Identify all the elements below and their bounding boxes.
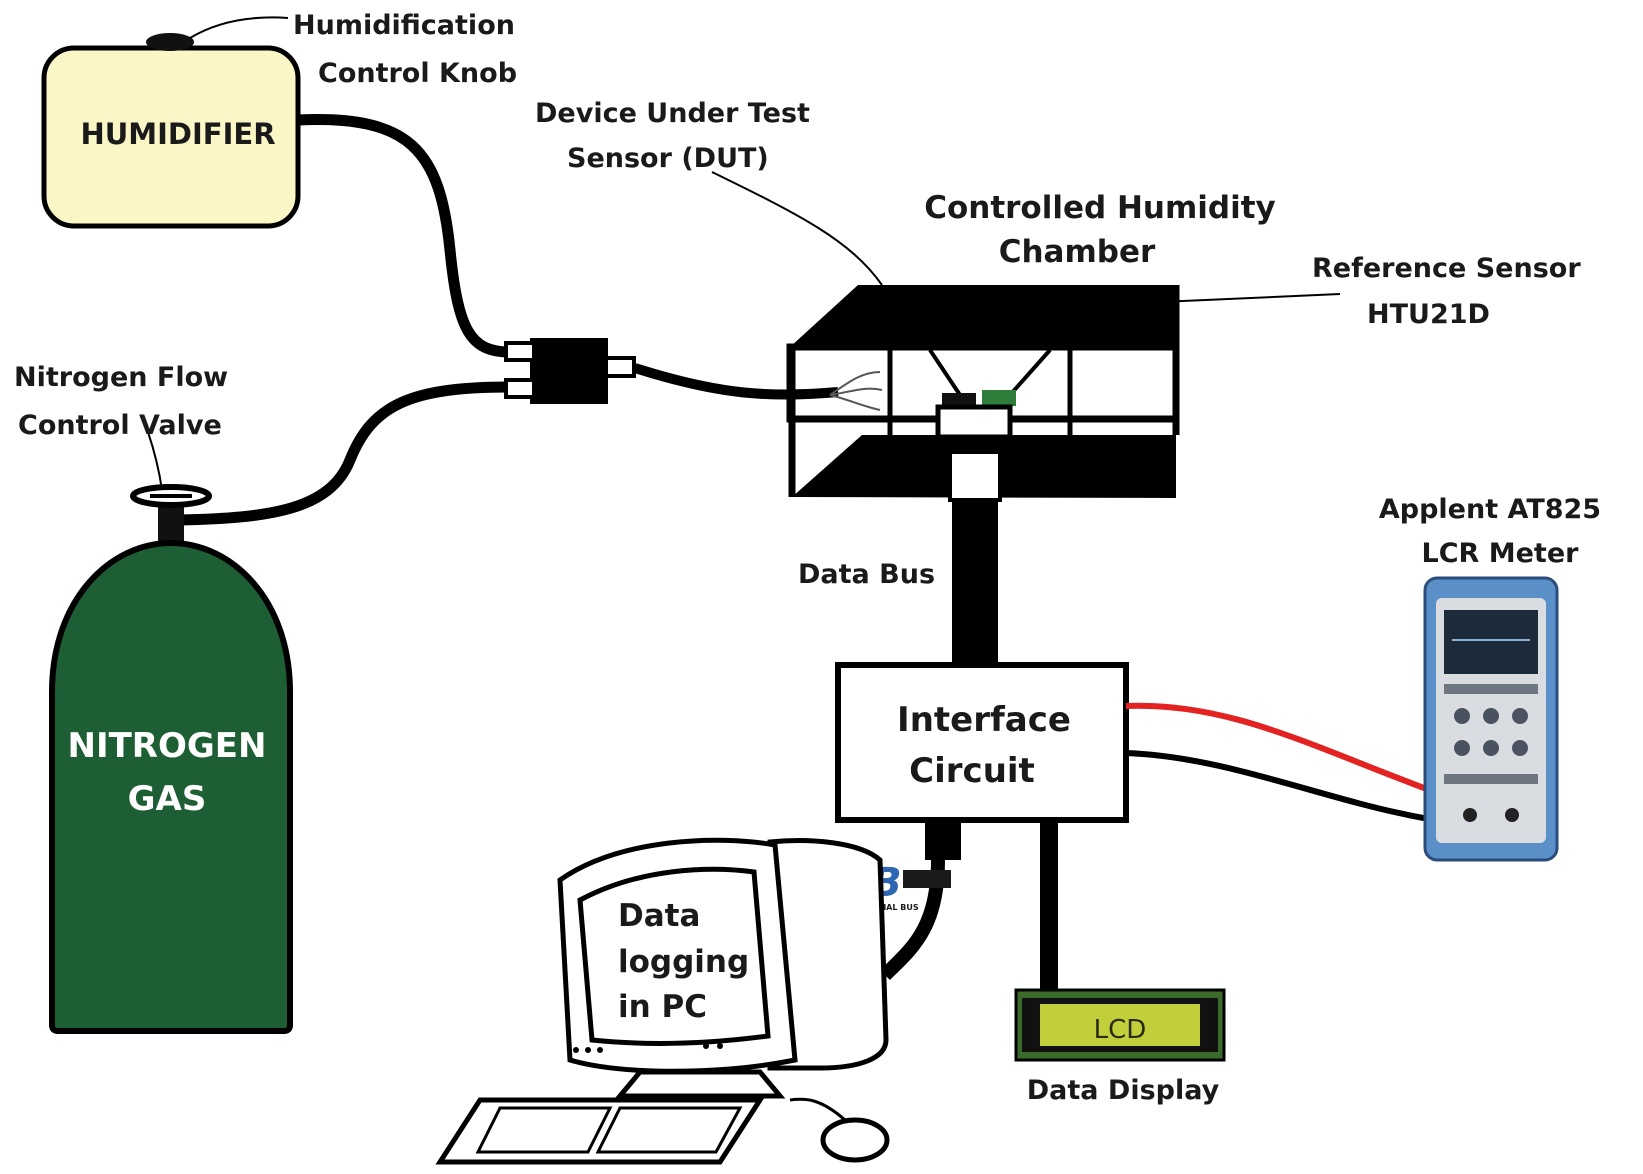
nitrogen-cylinder: NITROGEN GAS	[49, 484, 293, 1034]
nitrogen-label-line1: NITROGEN	[68, 726, 267, 766]
dut-sensor	[942, 393, 976, 407]
nitrogen-label-line2: GAS	[128, 779, 207, 819]
interface-label-line2: Circuit	[909, 751, 1035, 791]
pc-label-line1: Data	[618, 898, 700, 934]
meter-terminal-1	[1463, 808, 1477, 822]
mixer-port-bottom	[504, 378, 536, 399]
chamber-label-line2: Chamber	[999, 234, 1156, 270]
ref-label-line2: HTU21D	[1367, 299, 1490, 330]
monitor-stand	[614, 1069, 786, 1099]
usb-plug-icon	[903, 870, 951, 888]
monitor-button-2	[585, 1047, 591, 1053]
meter-knob-5	[1483, 740, 1499, 756]
meter-screen	[1444, 610, 1538, 674]
knob-leader-line	[189, 16, 289, 39]
lcr-label-line2: LCR Meter	[1422, 538, 1580, 569]
meter-key-row1	[1444, 684, 1538, 694]
mouse	[820, 1117, 890, 1163]
pc-label-line2: logging	[618, 944, 749, 980]
meter-knob-3	[1512, 708, 1528, 724]
data-bus-label: Data Bus	[798, 559, 935, 590]
meter-key-row2	[1444, 774, 1538, 784]
monitor-back	[767, 838, 889, 1071]
chamber-label-line1: Controlled Humidity	[924, 190, 1276, 226]
nitrogen-pipe	[179, 381, 511, 526]
sensor-wire-right	[1008, 348, 1052, 397]
reference-sensor	[982, 390, 1016, 406]
lcd-module: LCD	[1014, 988, 1226, 1062]
monitor-button-1	[573, 1047, 579, 1053]
humidifier-label: HUMIDIFIER	[80, 117, 275, 151]
interface-label-line1: Interface	[897, 700, 1071, 740]
gas-mixer	[504, 338, 636, 404]
ref-leader-line	[1159, 293, 1341, 303]
meter-terminal-2	[1505, 808, 1519, 822]
lcd-cable	[1040, 820, 1058, 992]
humidifier-pipe	[297, 114, 511, 358]
interface-circuit-box	[835, 662, 1129, 823]
chamber-port	[948, 450, 1002, 502]
computer: Data logging in PC	[435, 837, 890, 1165]
meter-knob-6	[1512, 740, 1528, 756]
humidifier: HUMIDIFIER	[41, 33, 301, 229]
data-display-label: Data Display	[1027, 1075, 1220, 1106]
mixer-port-top	[504, 341, 536, 362]
lcr-label-line1: Applent AT825	[1379, 494, 1601, 525]
meter-knob-4	[1454, 740, 1470, 756]
meter-knob-1	[1454, 708, 1470, 724]
cylinder-body	[49, 539, 293, 1034]
humidification-knob	[146, 33, 194, 51]
valve-label-line2: Control Valve	[18, 410, 222, 441]
valve-label-line1: Nitrogen Flow	[14, 362, 228, 393]
pc-label-line3: in PC	[618, 989, 707, 1025]
meter-knob-2	[1483, 708, 1499, 724]
dut-leader-line	[711, 171, 883, 286]
knob-label-line1: Humidification	[293, 10, 515, 41]
lcd-screen-text: LCD	[1094, 1015, 1147, 1045]
dut-label-line2: Sensor (DUT)	[567, 143, 769, 174]
sensor-mount	[935, 404, 1013, 440]
data-bus	[952, 500, 998, 665]
usb-connector	[925, 820, 961, 860]
monitor-button-3	[597, 1047, 603, 1053]
ref-label-line1: Reference Sensor	[1312, 253, 1581, 284]
keyboard-keys-right	[595, 1106, 743, 1154]
mixer-port-out	[604, 356, 636, 378]
monitor-screen	[577, 866, 771, 1046]
lcd-screen	[1040, 1004, 1200, 1046]
knob-label-line2: Control Knob	[318, 58, 517, 89]
mixer-body	[530, 338, 608, 404]
sensor-wire-left	[928, 348, 962, 397]
monitor-button-4	[703, 1043, 709, 1049]
keyboard-keys-left	[475, 1106, 613, 1154]
valve-leader-line	[147, 431, 163, 491]
mouse-cable	[789, 1097, 846, 1122]
monitor-button-5	[717, 1043, 723, 1049]
lcr-meter	[1423, 576, 1559, 862]
chamber-inlet-pipe	[633, 363, 839, 400]
humidity-chamber	[786, 285, 1180, 502]
dut-label-line1: Device Under Test	[535, 98, 810, 129]
chamber-top-face	[790, 285, 1176, 347]
inlet-wisps	[829, 371, 883, 411]
